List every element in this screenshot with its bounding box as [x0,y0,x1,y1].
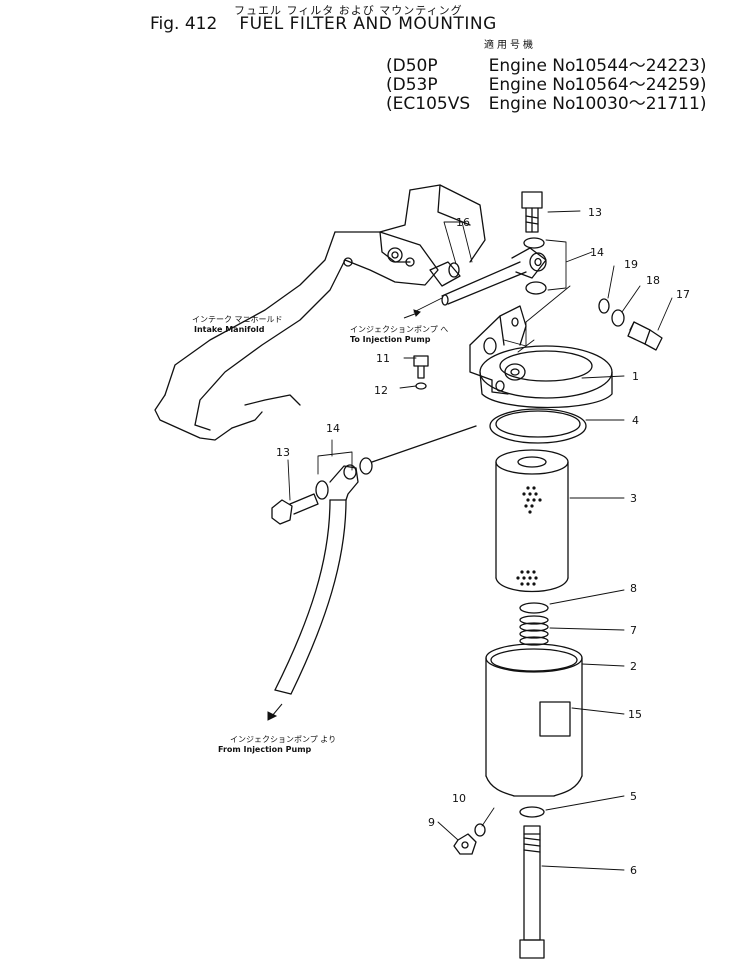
washer-14-left-a [315,480,329,500]
filter-element [495,449,569,593]
paren-close: ) [699,56,707,76]
model-name: D50P [392,56,438,76]
callout-17: 17 [676,288,690,301]
screw-11 [413,355,429,379]
model-name: EC105VS [392,94,471,114]
eye-joint-left [329,464,359,501]
gasket-inner-edge [495,410,581,438]
callout-8: 8 [630,582,637,595]
note-from-pump-jp: インジェクションポンプ より [230,735,336,744]
engine-row-ec105vs: (EC105VS Engine No.10030～21711) [386,89,706,114]
figure-number: Fig. 412 [150,14,218,34]
washer-12 [415,382,427,390]
filter-case [485,643,583,797]
callout-13-left: 13 [276,446,290,459]
washer-14-lower [525,281,547,295]
japanese-title: フュエル フィルタ および マウンティング [234,4,463,17]
bolt-13-left [271,493,319,525]
packing-8 [519,602,549,614]
callout-6: 6 [630,864,637,877]
drain-plug-9 [453,833,477,855]
serial-range: 10030～21711 [574,94,700,114]
serial-range: 10544～24223 [574,56,700,76]
engine-row-d53p: (D53P Engine No.10564～24259) [386,70,706,95]
paren-open: ( [386,56,393,76]
bolt-17 [627,321,663,351]
callout-13-top: 13 [588,206,602,219]
spring-7 [519,615,549,646]
note-to-pump-jp: インジェクションポンプ へ [350,325,448,334]
washer-14-upper [523,237,545,249]
callout-10: 10 [452,792,466,805]
callout-7: 7 [630,624,637,637]
callout-14-left: 14 [326,422,340,435]
washer-5 [519,806,545,818]
filter-perforations [516,486,542,586]
callout-3: 3 [630,492,637,505]
washer-18 [611,309,625,327]
note-intake-en: Intake Manifold [194,325,265,334]
intake-manifold [154,184,486,441]
callout-12: 12 [374,384,388,397]
bolt-13-top [521,191,543,233]
engine-label: Engine No. [488,75,581,95]
paren-open: ( [386,94,393,114]
note-intake-jp: インテーク マニホールド [192,315,283,324]
serial-range: 10564～24259 [574,75,700,95]
paren-close: ) [699,94,707,114]
washer-14-left-b [359,457,373,475]
callout-1: 1 [632,370,639,383]
spacer-collar [429,261,527,306]
note-to-pump-en: To Injection Pump [350,335,431,344]
callout-11: 11 [376,352,390,365]
fuel-hose [274,499,347,695]
leader-lines [287,210,673,871]
paren-open: ( [386,75,393,95]
callout-5: 5 [630,790,637,803]
callout-15: 15 [628,708,642,721]
engine-row-d50p: (D50P Engine No.10544～24223) [386,51,706,76]
model-name: D53P [392,75,438,95]
engine-label: Engine No. [488,56,581,76]
callout-19: 19 [624,258,638,271]
fuel-pipe [371,425,477,463]
eye-joint-top [511,247,547,279]
filter-head [469,305,613,409]
callout-18: 18 [646,274,660,287]
callout-16: 16 [456,216,470,229]
figure-title: FUEL FILTER AND MOUNTING [239,14,497,34]
callout-14-top: 14 [590,246,604,259]
note-from-pump-en: From Injection Pump [218,745,312,754]
paren-close: ) [699,75,707,95]
gasket-ring [489,408,587,444]
callout-9: 9 [428,816,435,829]
callout-2: 2 [630,660,637,673]
callout-4: 4 [632,414,639,427]
flow-arrows [267,309,421,721]
center-bolt-6 [519,825,545,959]
applicability-label: 適用号機 [484,40,536,51]
figure-heading: Fig. 412 FUEL FILTER AND MOUNTING [150,14,497,34]
washer-19 [598,298,610,314]
washer-10 [474,823,486,837]
engine-label: Engine No. [488,94,581,114]
